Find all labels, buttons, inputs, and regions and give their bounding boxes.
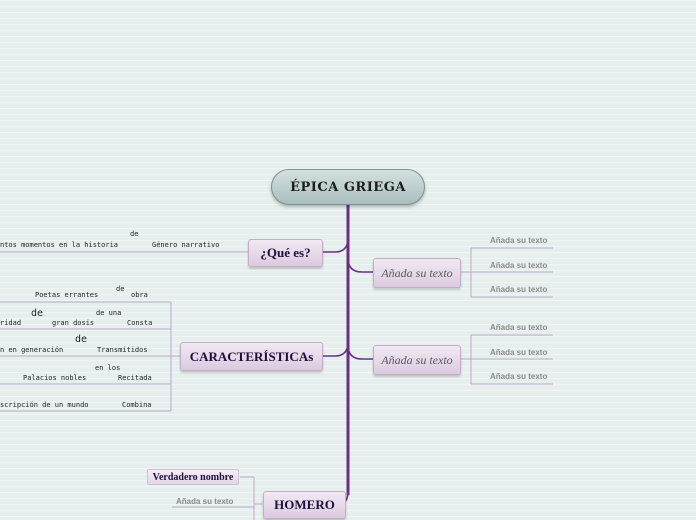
connector-de-label: de — [116, 285, 125, 293]
right1-subtopic[interactable]: Añada su texto — [490, 261, 548, 270]
topic-caracteristicas[interactable]: CARACTERÍSTICAs — [180, 342, 323, 371]
right1-subtopic[interactable]: Añada su texto — [490, 285, 548, 294]
connector-en-los-label: en los — [95, 364, 121, 372]
branch-que-es — [323, 237, 349, 253]
connector-de-label: de — [130, 230, 139, 238]
poetas-errantes-label[interactable]: Poetas errantes — [35, 291, 99, 299]
branch-right2 — [347, 344, 373, 360]
topic-right-2[interactable]: Añada su texto — [373, 345, 461, 375]
gran-dosis-label[interactable]: gran dosis — [52, 319, 95, 327]
right2-subtopic[interactable]: Añada su texto — [490, 323, 548, 332]
branch-caracteristicas — [323, 341, 349, 357]
connector-de-label: de — [75, 334, 88, 345]
homero-subtopic[interactable]: Añada su texto — [176, 497, 234, 506]
topic-right-1[interactable]: Añada su texto — [373, 258, 461, 288]
central-topic[interactable]: ÉPICA GRIEGA — [271, 169, 425, 205]
palacios-nobles-label[interactable]: Palacios nobles — [23, 374, 87, 382]
obra-label[interactable]: obra — [131, 291, 148, 299]
recitada-label[interactable]: Recitada — [118, 374, 152, 382]
topic-que-es[interactable]: ¿Qué es? — [248, 239, 323, 267]
right2-subtopic[interactable]: Añada su texto — [490, 348, 548, 357]
consta-label[interactable]: Consta — [127, 319, 153, 327]
combina-label[interactable]: Combina — [122, 401, 152, 409]
verdadero-nombre-subtopic[interactable]: Verdadero nombre — [147, 469, 239, 485]
ridad-label[interactable]: ridad — [0, 319, 22, 327]
topic-homero[interactable]: HOMERO — [263, 491, 346, 519]
transmitidos-label[interactable]: Transmitidos — [97, 346, 148, 354]
right1-subtopic[interactable]: Añada su texto — [490, 236, 548, 245]
branch-right1 — [347, 257, 373, 273]
historia-label[interactable]: ntos momentos en la historia — [0, 241, 119, 249]
descripcion-mundo-label[interactable]: scripción de un mundo — [0, 401, 89, 409]
generacion-label[interactable]: n en generación — [0, 346, 64, 354]
genero-narrativo-label[interactable]: Género narrativo — [152, 241, 220, 249]
connector-de-label: de — [31, 308, 44, 319]
right2-subtopic[interactable]: Añada su texto — [490, 372, 548, 381]
connector-de-una-label: de una — [96, 309, 122, 317]
